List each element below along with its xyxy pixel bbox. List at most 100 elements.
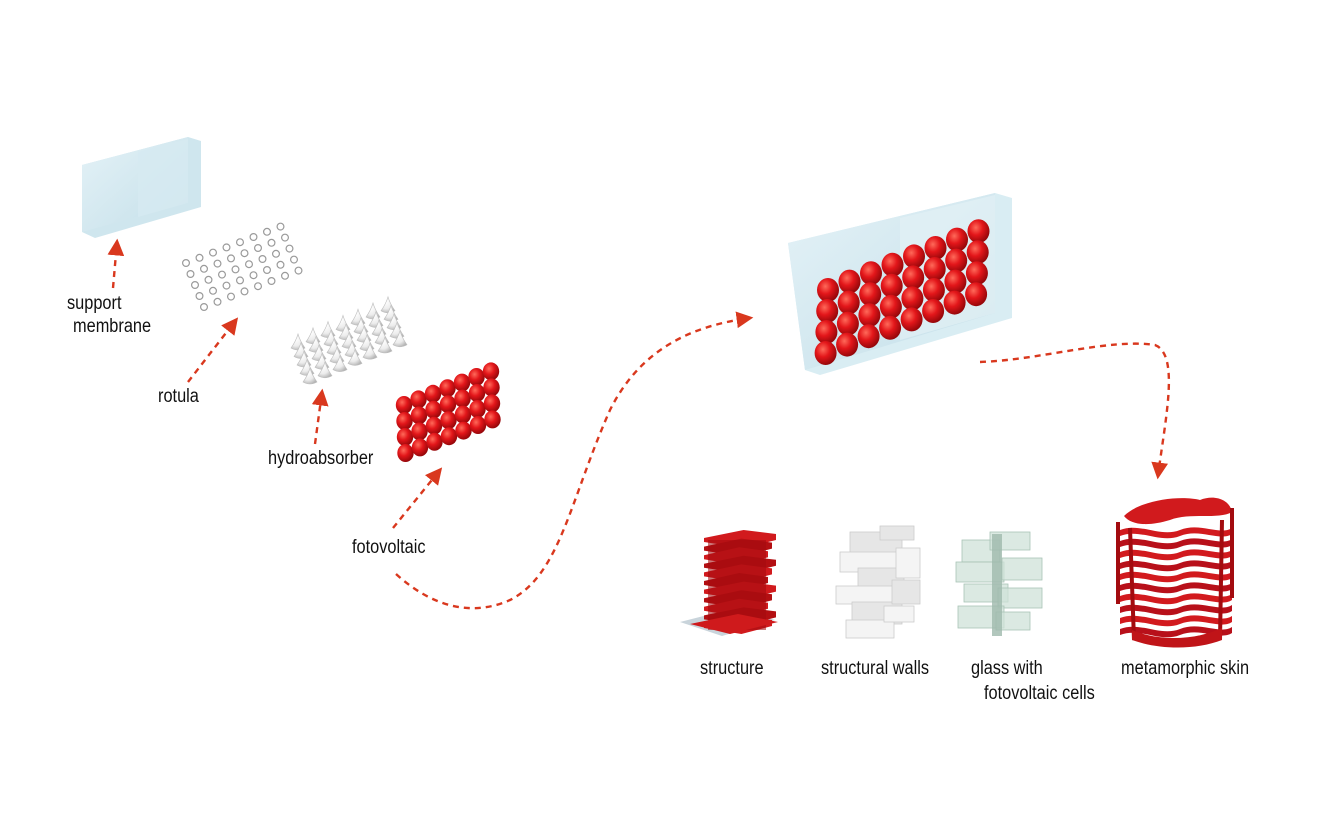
rotula-ring [227, 292, 236, 301]
fotovoltaic-cell [468, 368, 485, 386]
fotovoltaic-sphere [943, 290, 966, 315]
hydroabsorber-grid [290, 295, 408, 385]
label-structure: structure [700, 658, 764, 679]
fotovoltaic-cell [469, 416, 487, 434]
fotovoltaic-cell [395, 396, 413, 414]
rotula-ring [276, 260, 285, 269]
wall-block [895, 547, 921, 579]
rotula-ring [267, 277, 276, 286]
rotula-ring [227, 254, 236, 263]
rotula-ring [240, 287, 249, 296]
structure-building [680, 530, 778, 636]
hydroabsorber-cone [362, 342, 378, 360]
rotula-ring [267, 238, 276, 247]
rotula-ring [222, 281, 231, 290]
fotovoltaic-sphere [966, 240, 989, 265]
fotovoltaic-cell [425, 400, 442, 419]
hydroabsorber-cone [317, 360, 333, 379]
rotula-ring [258, 255, 267, 264]
arrow-fotovoltaic [392, 467, 443, 529]
arrow-to-skin [979, 342, 1171, 480]
wall-block [883, 605, 915, 623]
dashed-arrows [107, 238, 1171, 610]
label-glass-line2: fotovoltaic cells [984, 683, 1095, 704]
rotula-ring [249, 233, 258, 242]
skin-band [1120, 560, 1232, 572]
fotovoltaic-sphere [923, 257, 946, 281]
rotula-ring [240, 249, 249, 258]
metamorphic-skin-building [1116, 497, 1234, 648]
fotovoltaic-cell [453, 373, 471, 392]
rotula-ring [195, 292, 204, 301]
glass-block [1001, 557, 1043, 581]
fotovoltaic-sphere [858, 303, 881, 328]
rotula-ring [182, 259, 191, 268]
rotula-ring [209, 248, 218, 257]
fotovoltaic-cell [397, 444, 414, 462]
rotula-ring [200, 264, 209, 273]
fotovoltaic-sphere [837, 290, 860, 315]
glass-building [955, 531, 1043, 636]
fotovoltaic-sphere [967, 219, 990, 244]
fotovoltaic-sphere [817, 278, 839, 302]
skin-band [1120, 527, 1232, 539]
skin-band [1120, 582, 1232, 594]
rotula-ring [263, 266, 272, 275]
rotula-ring [272, 249, 281, 258]
hydroabsorber-cone [392, 329, 408, 348]
wall-block [835, 585, 901, 605]
fotovoltaic-cell [482, 362, 500, 381]
fotovoltaic-cell [440, 427, 458, 446]
fotovoltaic-sphere [881, 252, 904, 277]
fotovoltaic-sphere [945, 248, 968, 273]
fotovoltaic-cell [469, 400, 486, 418]
fotovoltaic-cell [455, 421, 472, 440]
rotula-ring [254, 282, 263, 291]
fotovoltaic-sphere [859, 282, 882, 307]
wall-block [891, 579, 921, 605]
skin-band [1120, 626, 1232, 638]
skin-band [1120, 571, 1232, 583]
fotovoltaic-sphere [900, 307, 923, 332]
skin-base-ring [1132, 628, 1222, 648]
arrow-rotula [187, 317, 239, 383]
fotovoltaic-cell [468, 384, 486, 402]
fotovoltaic-cell [439, 395, 457, 414]
fotovoltaic-sphere [965, 261, 988, 286]
fotovoltaic-cell [440, 411, 457, 430]
rotula-ring [290, 255, 299, 264]
fotovoltaic-sphere [816, 299, 839, 323]
rotula-ring [254, 244, 263, 253]
fotovoltaic-sphere [944, 269, 967, 294]
fotovoltaic-sphere [860, 261, 882, 286]
fotovoltaic-cell [411, 438, 429, 457]
label-rotula: rotula [158, 386, 199, 407]
fotovoltaic-sphere [836, 311, 859, 336]
label-fotovoltaic: fotovoltaic [352, 537, 426, 558]
fotovoltaic-cell [424, 384, 442, 403]
label-glass-line1: glass with [971, 658, 1043, 679]
support-membrane-panel [82, 137, 201, 238]
label-metamorphic-skin: metamorphic skin [1121, 658, 1250, 679]
glass-block [997, 587, 1043, 609]
fotovoltaic-cell [410, 406, 428, 425]
fotovoltaic-sphere [903, 244, 925, 269]
assembled-sphere-grid [814, 219, 990, 365]
skin-edge [1116, 508, 1234, 641]
rotula-ring [285, 244, 294, 253]
fotovoltaic-cell [396, 428, 414, 446]
rotula-ring [204, 275, 213, 284]
rotula-ring [281, 271, 290, 280]
hydroabsorber-cone [332, 354, 348, 372]
fotovoltaic-cell [483, 378, 500, 397]
rotula-ring [195, 253, 204, 262]
hydroabsorber-cone [347, 348, 363, 366]
label-support-membrane-line1: support [67, 293, 122, 314]
skin-band [1120, 615, 1232, 627]
fotovoltaic-sphere [879, 315, 902, 340]
skin-band [1120, 604, 1232, 616]
fotovoltaic-cell [396, 412, 413, 430]
fotovoltaic-sphere [838, 269, 861, 294]
rotula-ring [294, 266, 303, 275]
